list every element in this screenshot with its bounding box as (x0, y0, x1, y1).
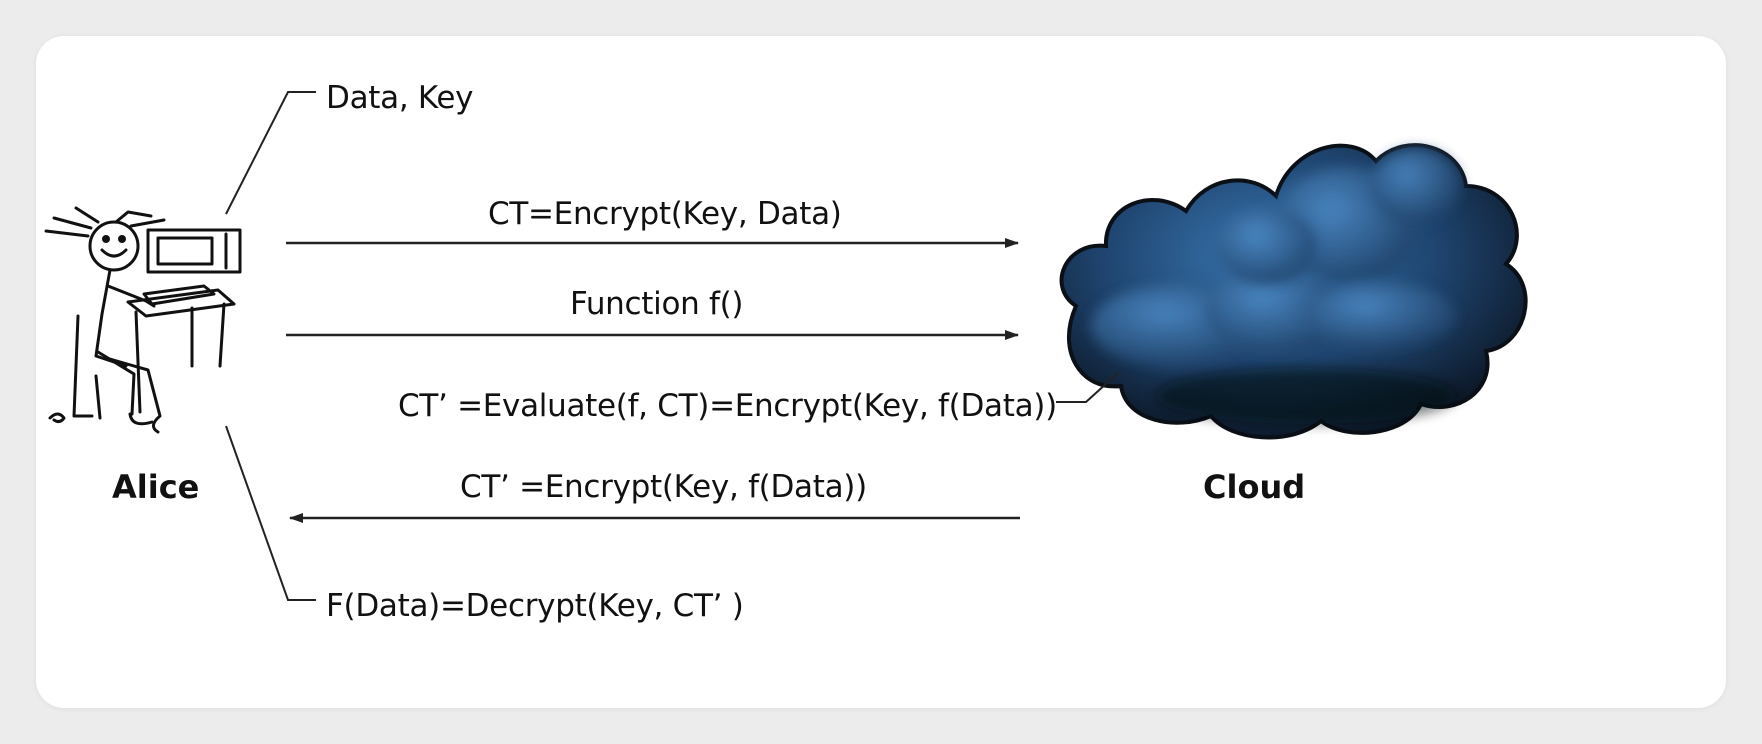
diagram-canvas (44, 91, 1528, 601)
function-label: Function f() (570, 286, 744, 322)
decrypt-label: F(Data)=Decrypt(Key, CT’ ) (326, 588, 744, 624)
evaluate-leader (1056, 372, 1119, 403)
cloud-shape (1059, 143, 1528, 440)
encrypt-label: CT=Encrypt(Key, Data) (488, 196, 842, 232)
alice-figure (44, 206, 242, 434)
diagram-card: Data, Key CT=Encrypt(Key, Data) Function… (36, 36, 1726, 708)
alice-label: Alice (112, 468, 200, 506)
data-key-leader (225, 91, 316, 215)
cloud-label: Cloud (1203, 468, 1306, 506)
decrypt-leader (225, 425, 316, 601)
data-key-label: Data, Key (326, 80, 474, 116)
evaluate-label: CT’ =Evaluate(f, CT)=Encrypt(Key, f(Data… (398, 388, 1057, 424)
return-label: CT’ =Encrypt(Key, f(Data)) (460, 469, 867, 505)
